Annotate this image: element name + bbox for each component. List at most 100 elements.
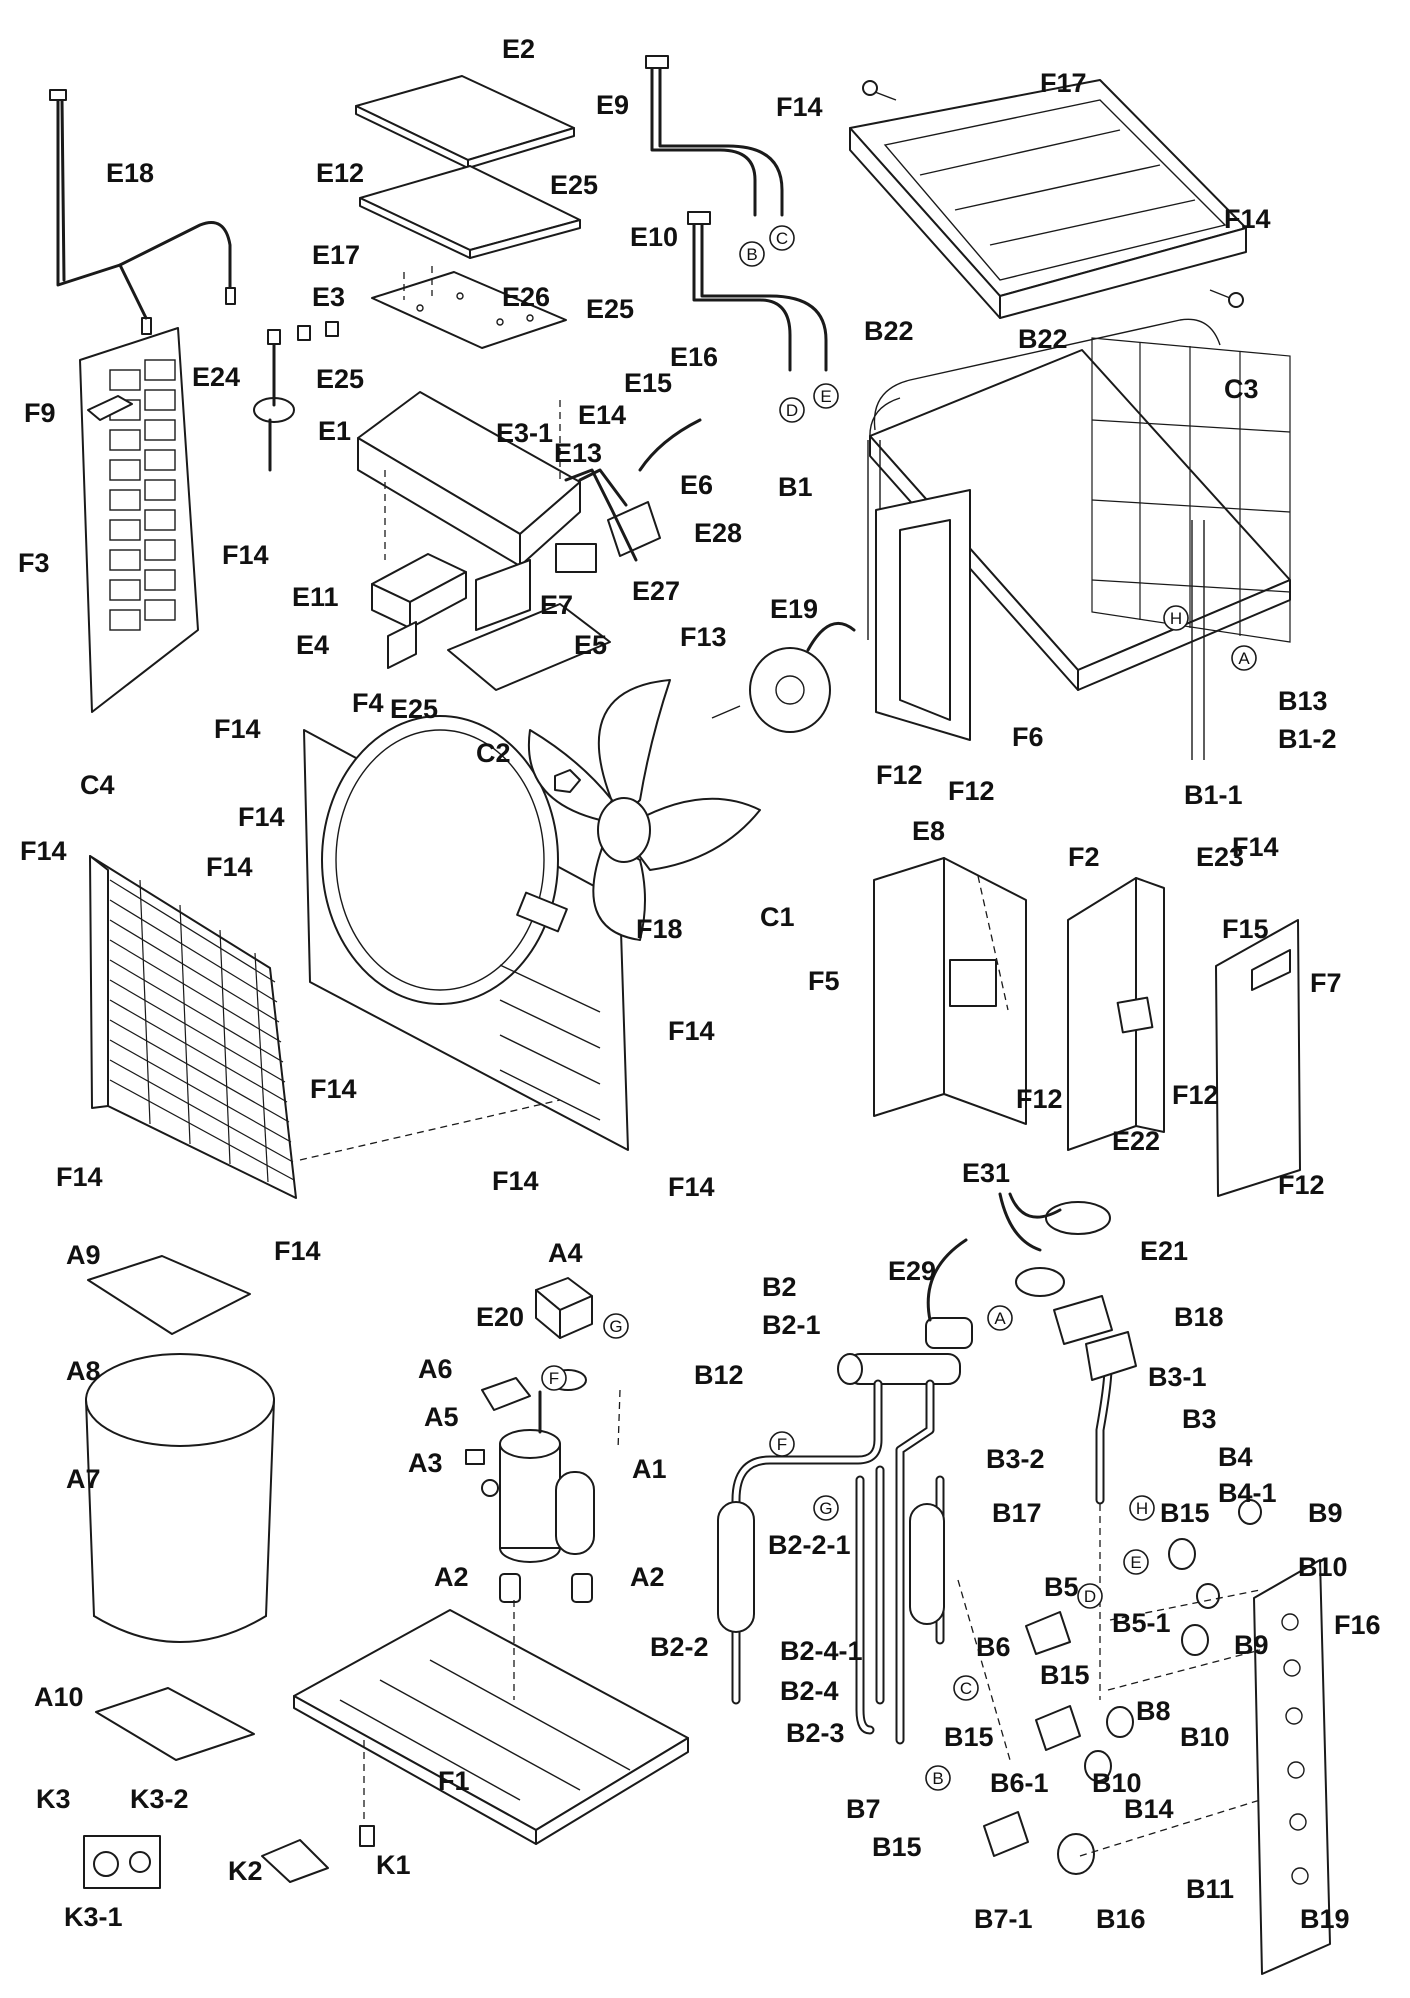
terminal-blocks-e6 xyxy=(555,501,661,573)
part-label-f4: F4 xyxy=(352,688,384,718)
front-grille-lines xyxy=(109,879,295,1183)
part-label-f17: F17 xyxy=(1040,68,1087,98)
part-label-f14: F14 xyxy=(492,1166,539,1196)
part-label-a8: A8 xyxy=(66,1356,101,1386)
part-label-b15: B15 xyxy=(1040,1660,1090,1690)
part-label-e31: E31 xyxy=(962,1158,1010,1188)
svg-text:F: F xyxy=(777,1435,787,1454)
connection-marker-h: H xyxy=(1163,605,1189,631)
part-label-b2-4: B2-4 xyxy=(780,1676,839,1706)
harness-e10 xyxy=(687,211,828,372)
part-label-e9: E9 xyxy=(596,90,629,120)
part-label-f9: F9 xyxy=(24,398,56,428)
part-label-b5: B5 xyxy=(1044,1572,1079,1602)
terminal-a4-side xyxy=(559,1295,593,1339)
part-label-e5: E5 xyxy=(574,630,607,660)
part-label-b22: B22 xyxy=(1018,324,1068,354)
part-label-c2: C2 xyxy=(476,738,511,768)
part-label-b2-2-1: B2-2-1 xyxy=(768,1530,851,1560)
accessory-k2 xyxy=(261,1839,329,1883)
connection-marker-f: F xyxy=(541,1365,567,1391)
part-label-f14: F14 xyxy=(1232,832,1279,862)
part-label-e29: E29 xyxy=(888,1256,936,1286)
cover-plate-e2 xyxy=(355,75,575,169)
connection-marker-h-pipe: H xyxy=(1129,1495,1155,1521)
connection-marker-e-pipe: E xyxy=(1123,1549,1149,1575)
sound-insulation-a10 xyxy=(95,1687,255,1761)
reactor-e8 xyxy=(949,959,997,1007)
svg-text:A: A xyxy=(1238,649,1250,668)
accumulator-b2-2 xyxy=(717,1501,755,1633)
partition-f6 xyxy=(875,489,971,741)
svg-text:F: F xyxy=(549,1369,559,1388)
part-label-f14: F14 xyxy=(668,1172,715,1202)
front-grille-c4 xyxy=(89,855,297,1199)
part-label-f12: F12 xyxy=(1016,1084,1063,1114)
part-label-f14: F14 xyxy=(668,1016,715,1046)
solenoid-e29 xyxy=(925,1238,973,1349)
front-panel-f4 xyxy=(303,715,629,1151)
part-label-b1-2: B1-2 xyxy=(1278,724,1337,754)
svg-text:G: G xyxy=(819,1499,832,1518)
cover-plate-e12 xyxy=(359,165,581,259)
part-label-e26: E26 xyxy=(502,282,550,312)
part-label-k3-2: K3-2 xyxy=(130,1784,189,1814)
part-label-b22: B22 xyxy=(864,316,914,346)
cover-a9 xyxy=(87,1255,251,1335)
valves-b5-b7 xyxy=(983,1611,1081,1857)
part-label-b16: B16 xyxy=(1096,1904,1146,1934)
part-label-e17: E17 xyxy=(312,240,360,270)
part-label-b14: B14 xyxy=(1124,1794,1174,1824)
part-label-f12: F12 xyxy=(948,776,995,806)
part-label-f6: F6 xyxy=(1012,722,1044,752)
part-label-b19: B19 xyxy=(1300,1904,1350,1934)
part-label-a2: A2 xyxy=(434,1562,469,1592)
part-label-e25: E25 xyxy=(390,694,438,724)
part-label-c3: C3 xyxy=(1224,374,1259,404)
side-cover-f7 xyxy=(1215,919,1301,1197)
svg-text:E: E xyxy=(820,387,831,406)
part-label-f14: F14 xyxy=(20,836,67,866)
part-label-b2-3: B2-3 xyxy=(786,1718,845,1748)
part-label-b2: B2 xyxy=(762,1272,797,1302)
part-label-e3-1: E3-1 xyxy=(496,418,553,448)
part-label-b3-1: B3-1 xyxy=(1148,1362,1207,1392)
part-label-f12: F12 xyxy=(1172,1080,1219,1110)
part-label-c4: C4 xyxy=(80,770,115,800)
part-label-b12: B12 xyxy=(694,1360,744,1390)
part-label-f14: F14 xyxy=(56,1162,103,1192)
bracket-e4 xyxy=(387,621,417,669)
heat-sink-e11 xyxy=(371,553,467,629)
part-label-a10: A10 xyxy=(34,1682,84,1712)
part-label-e25: E25 xyxy=(316,364,364,394)
part-label-b10: B10 xyxy=(1092,1768,1142,1798)
part-label-e19: E19 xyxy=(770,594,818,624)
coil-e21 xyxy=(998,1192,1111,1297)
part-label-f14: F14 xyxy=(214,714,261,744)
part-label-e12: E12 xyxy=(316,158,364,188)
svg-text:H: H xyxy=(1136,1499,1148,1518)
part-label-b10: B10 xyxy=(1298,1552,1348,1582)
part-label-a7: A7 xyxy=(66,1464,101,1494)
drain-k1 xyxy=(359,1825,375,1847)
valve-assembly-b18 xyxy=(1053,1295,1137,1381)
reactor-e24 xyxy=(253,321,339,472)
part-label-b15: B15 xyxy=(1160,1498,1210,1528)
part-label-b4: B4 xyxy=(1218,1442,1253,1472)
part-label-a2: A2 xyxy=(630,1562,665,1592)
partition-f5 xyxy=(873,857,1027,1125)
part-label-e7: E7 xyxy=(540,590,573,620)
part-label-e6: E6 xyxy=(680,470,713,500)
connection-marker-f-pipe: F xyxy=(769,1431,795,1457)
part-label-a5: A5 xyxy=(424,1402,459,1432)
part-label-b7: B7 xyxy=(846,1794,881,1824)
svg-text:D: D xyxy=(786,401,798,420)
part-label-e8: E8 xyxy=(912,816,945,846)
svg-text:C: C xyxy=(776,229,788,248)
sensor-bracket-e22 xyxy=(1116,996,1154,1034)
part-label-b4-1: B4-1 xyxy=(1218,1478,1277,1508)
connection-marker-d: D xyxy=(779,397,805,423)
harness-e9 xyxy=(645,55,784,217)
part-label-f14: F14 xyxy=(310,1074,357,1104)
part-label-b3: B3 xyxy=(1182,1404,1217,1434)
